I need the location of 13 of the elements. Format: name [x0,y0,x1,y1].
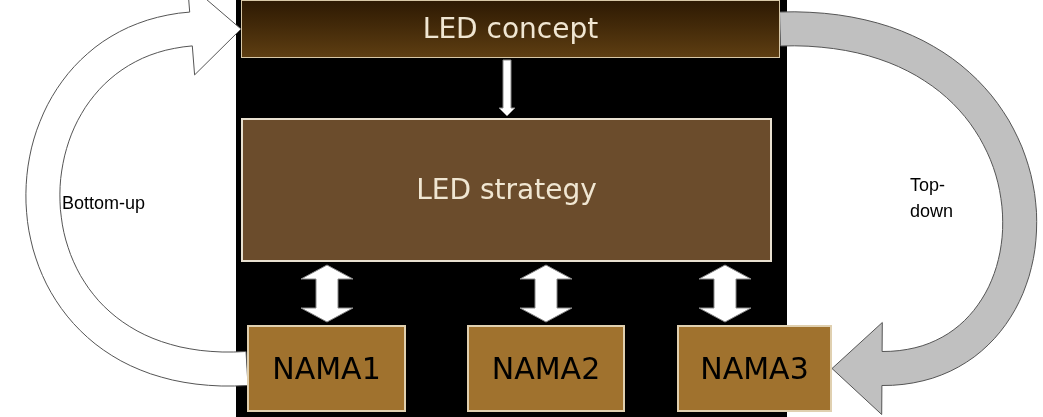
nama-box: NAMA1 [247,325,406,412]
nama-box: NAMA3 [677,325,832,412]
arrow [498,59,516,117]
curved-block-arrow [779,11,1038,415]
nama-box: NAMA2 [467,325,625,412]
double-arrow [519,264,573,323]
edge-label: Bottom-up [62,192,147,215]
process-box: LED concept [241,0,780,58]
process-box: LED strategy [241,118,772,262]
edge-label: Top-down [910,174,955,223]
double-arrow [698,264,752,323]
curved-block-arrow [25,0,249,387]
double-arrow [300,264,354,323]
